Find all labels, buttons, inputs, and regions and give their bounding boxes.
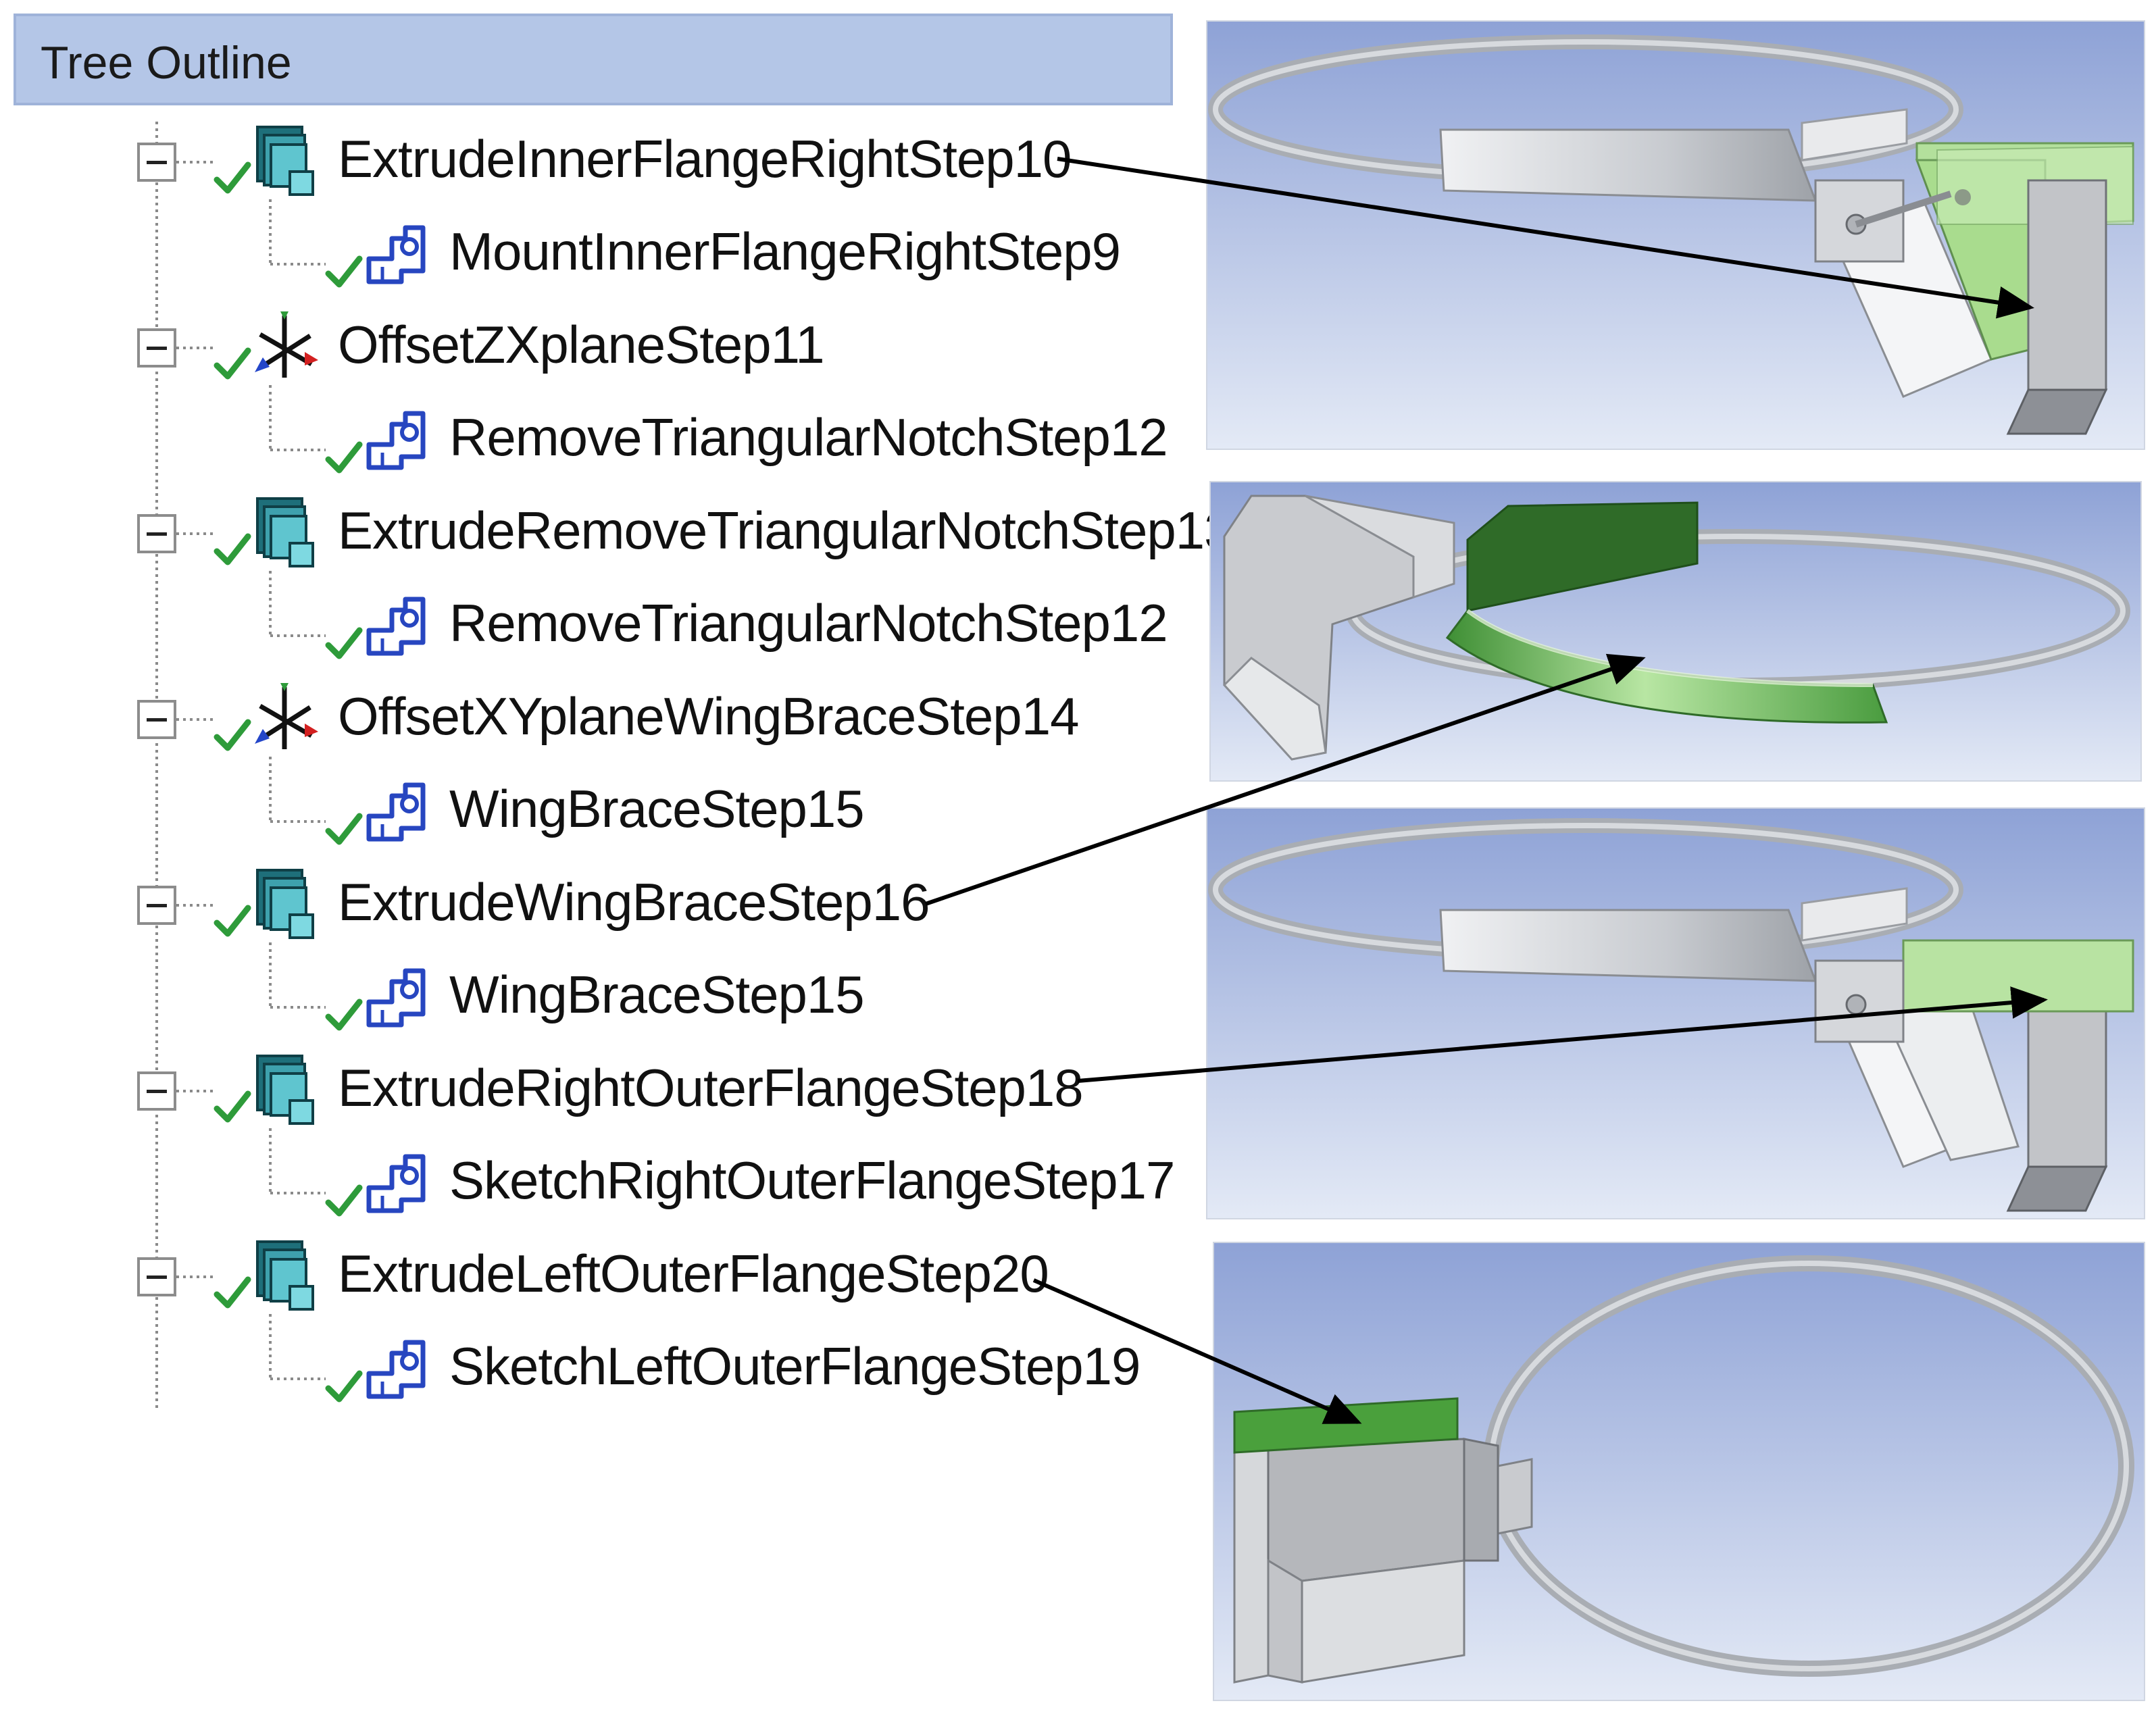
tree-connector-lines bbox=[155, 122, 326, 1409]
sketch-icon bbox=[365, 1338, 426, 1403]
green-check-icon bbox=[324, 252, 363, 295]
green-check-icon bbox=[213, 901, 252, 944]
tree-node-extrude[interactable]: ExtrudeInnerFlangeRightStep10 bbox=[0, 122, 1189, 203]
sketch-icon bbox=[365, 409, 426, 474]
tree-node-sketch[interactable]: MountInnerFlangeRightStep9 bbox=[0, 214, 1189, 295]
tree-node-extrude[interactable]: ExtrudeLeftOuterFlangeStep20 bbox=[0, 1236, 1189, 1317]
tree-outline-panel: Tree Outline ExtrudeInnerFlangeRightStep… bbox=[0, 14, 1233, 1410]
tree-node-label[interactable]: ExtrudeRemoveTriangularNotchStep13 bbox=[338, 501, 1233, 560]
tree-node-label[interactable]: OffsetXYplaneWingBraceStep14 bbox=[338, 686, 1079, 746]
green-check-icon bbox=[324, 1181, 363, 1223]
green-check-icon bbox=[213, 1273, 252, 1315]
plane-axes-icon bbox=[253, 682, 321, 759]
sketch-icon bbox=[365, 595, 426, 659]
tree-node-plane[interactable]: OffsetZXplaneStep11 bbox=[0, 307, 1189, 388]
tree-outline-header: Tree Outline bbox=[14, 14, 1173, 105]
sketch-icon bbox=[365, 967, 426, 1031]
green-check-icon bbox=[213, 530, 252, 572]
extrude-icon bbox=[253, 1053, 318, 1131]
collapse-minus-icon[interactable] bbox=[137, 328, 176, 368]
collapse-minus-icon[interactable] bbox=[137, 700, 176, 739]
collapse-minus-icon[interactable] bbox=[137, 1257, 176, 1296]
tree-node-label[interactable]: ExtrudeWingBraceStep16 bbox=[338, 872, 930, 932]
tree-node-extrude[interactable]: ExtrudeWingBraceStep16 bbox=[0, 865, 1189, 946]
model-preview-left-outer-flange bbox=[1213, 1242, 2145, 1701]
tree-node-plane[interactable]: OffsetXYplaneWingBraceStep14 bbox=[0, 679, 1189, 760]
tree-node-label[interactable]: OffsetZXplaneStep11 bbox=[338, 315, 825, 374]
collapse-minus-icon[interactable] bbox=[137, 143, 176, 182]
green-check-icon bbox=[213, 158, 252, 201]
tree-node-sketch[interactable]: SketchLeftOuterFlangeStep19 bbox=[0, 1329, 1189, 1410]
extrude-icon bbox=[253, 867, 318, 945]
plane-axes-icon bbox=[253, 310, 321, 388]
collapse-minus-icon[interactable] bbox=[137, 886, 176, 925]
extrude-icon bbox=[253, 496, 318, 574]
tree-node-extrude[interactable]: ExtrudeRightOuterFlangeStep18 bbox=[0, 1051, 1189, 1132]
sketch-icon bbox=[365, 781, 426, 845]
collapse-minus-icon[interactable] bbox=[137, 514, 176, 553]
tree-node-label[interactable]: SketchRightOuterFlangeStep17 bbox=[449, 1151, 1175, 1210]
tree-node-label[interactable]: ExtrudeInnerFlangeRightStep10 bbox=[338, 129, 1072, 188]
green-check-icon bbox=[213, 715, 252, 758]
tree-node-label[interactable]: RemoveTriangularNotchStep12 bbox=[449, 593, 1168, 653]
green-check-icon bbox=[213, 1087, 252, 1130]
tree-node-label[interactable]: SketchLeftOuterFlangeStep19 bbox=[449, 1336, 1140, 1396]
collapse-minus-icon[interactable] bbox=[137, 1071, 176, 1111]
tree-node-label[interactable]: RemoveTriangularNotchStep12 bbox=[449, 407, 1168, 467]
tree-node-label[interactable]: MountInnerFlangeRightStep9 bbox=[449, 222, 1121, 281]
sketch-icon bbox=[365, 224, 426, 288]
model-preview-inner-flange-right bbox=[1206, 20, 2145, 450]
tree-node-sketch[interactable]: RemoveTriangularNotchStep12 bbox=[0, 586, 1189, 667]
tree-node-label[interactable]: WingBraceStep15 bbox=[449, 965, 865, 1024]
model-preview-wing-brace bbox=[1209, 481, 2142, 782]
tree-node-sketch[interactable]: WingBraceStep15 bbox=[0, 957, 1189, 1038]
green-check-icon bbox=[324, 995, 363, 1038]
tree-node-sketch[interactable]: WingBraceStep15 bbox=[0, 772, 1189, 853]
green-check-icon bbox=[324, 809, 363, 852]
extrude-icon bbox=[253, 1239, 318, 1317]
tree-node-extrude[interactable]: ExtrudeRemoveTriangularNotchStep13 bbox=[0, 493, 1233, 574]
tree-node-label[interactable]: WingBraceStep15 bbox=[449, 779, 865, 838]
panel-title: Tree Outline bbox=[41, 37, 292, 89]
green-check-icon bbox=[324, 438, 363, 480]
extrude-icon bbox=[253, 124, 318, 202]
tree-node-sketch[interactable]: RemoveTriangularNotchStep12 bbox=[0, 400, 1189, 481]
tree-node-label[interactable]: ExtrudeLeftOuterFlangeStep20 bbox=[338, 1244, 1049, 1303]
model-preview-right-outer-flange bbox=[1206, 807, 2145, 1219]
tree-node-sketch[interactable]: SketchRightOuterFlangeStep17 bbox=[0, 1143, 1189, 1224]
green-check-icon bbox=[324, 624, 363, 666]
sketch-icon bbox=[365, 1153, 426, 1217]
tree-node-label[interactable]: ExtrudeRightOuterFlangeStep18 bbox=[338, 1058, 1084, 1117]
green-check-icon bbox=[324, 1367, 363, 1409]
green-check-icon bbox=[213, 344, 252, 386]
